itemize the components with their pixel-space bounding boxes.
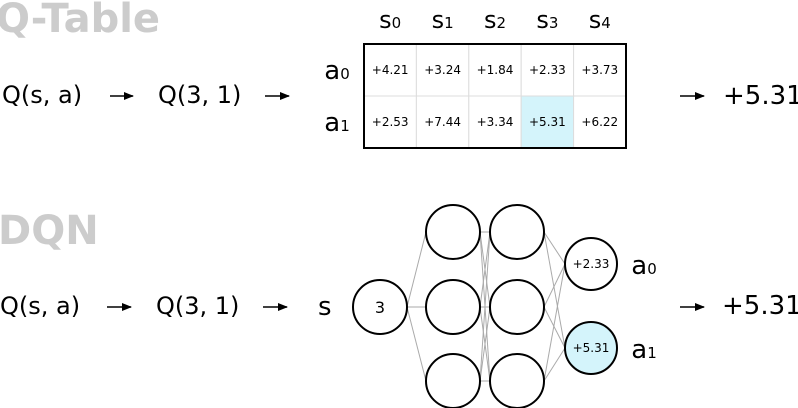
qtable-cell bbox=[415, 95, 470, 149]
qtable-result: +5.31 bbox=[723, 81, 798, 111]
qtable-grid: +4.21 +3.24 +1.84 +2.33 +3.73 +2.53 +7.44 +3.34… bbox=[363, 43, 627, 149]
qtable-col-header-s1: s1 bbox=[432, 6, 454, 34]
qtable-col-header-s3: s3 bbox=[536, 6, 558, 34]
dqn-section: DQN Q(s, a) Q(3, 1) s 3 +2.33 a0 +5.31 a1 +5… bbox=[0, 204, 798, 408]
dqn-nodes: 3 +2.33 a0 +5.31 a1 bbox=[352, 204, 657, 408]
qtable-cell-value: +3.24 bbox=[424, 63, 461, 77]
qtable-title: Q-Table bbox=[0, 0, 160, 42]
qtable-cell-value: +2.53 bbox=[372, 115, 409, 129]
dqn-edge bbox=[479, 231, 491, 308]
dqn-output-value: +5.31 bbox=[573, 341, 610, 355]
qtable-row-header-a0: a0 bbox=[324, 56, 349, 86]
qtable-cell bbox=[468, 43, 522, 97]
qtable-cell-value: +2.33 bbox=[529, 63, 566, 77]
dqn-input-label: s bbox=[318, 292, 332, 322]
dqn-output-label-a0: a0 bbox=[631, 251, 656, 281]
qtable-cell-value: +4.21 bbox=[372, 63, 409, 77]
dqn-edge bbox=[406, 231, 427, 308]
dqn-output-label-a1: a1 bbox=[631, 335, 656, 365]
qtable-cell bbox=[520, 43, 575, 97]
qtable-border bbox=[363, 43, 627, 149]
dqn-edge bbox=[479, 231, 491, 382]
dqn-edge bbox=[543, 231, 566, 349]
dqn-edge bbox=[543, 347, 566, 382]
dqn-result: +5.31 bbox=[722, 291, 798, 321]
dqn-output-value: +2.33 bbox=[573, 257, 610, 271]
dqn-hidden-node bbox=[425, 204, 481, 260]
dqn-expr-full: Q(s, a) bbox=[0, 292, 80, 320]
dqn-input-value: 3 bbox=[375, 298, 385, 317]
dqn-edge bbox=[543, 263, 566, 308]
qtable-cell-value: +3.34 bbox=[477, 115, 514, 129]
dqn-input-node bbox=[352, 279, 408, 335]
dqn-title: DQN bbox=[0, 208, 99, 254]
qtable-row-header-a1: a1 bbox=[324, 108, 349, 138]
dqn-edges bbox=[406, 231, 566, 382]
dqn-edge bbox=[406, 306, 427, 382]
qtable-expr-full: Q(s, a) bbox=[2, 81, 82, 109]
dqn-edge bbox=[479, 306, 491, 382]
dqn-hidden-node bbox=[489, 204, 545, 260]
qtable-cell-value: +5.31 bbox=[529, 115, 566, 129]
qtable-cell bbox=[363, 95, 417, 149]
qtable-col-header-s4: s4 bbox=[589, 6, 611, 34]
dqn-hidden-node bbox=[489, 279, 545, 335]
dqn-edge bbox=[543, 231, 566, 265]
qtable-cell-value: +3.73 bbox=[581, 63, 618, 77]
dqn-output-node bbox=[564, 321, 618, 375]
dqn-hidden-node bbox=[489, 353, 545, 408]
qtable-col-header-s2: s2 bbox=[484, 6, 506, 34]
qtable-cell-value: +1.84 bbox=[477, 63, 514, 77]
dqn-hidden-node bbox=[425, 279, 481, 335]
dqn-hidden-node bbox=[425, 353, 481, 408]
dqn-edge bbox=[543, 306, 566, 349]
qtable-row-headers: a0 a1 bbox=[324, 56, 349, 138]
qtable-col-header-s0: s0 bbox=[379, 6, 401, 34]
dqn-output-node bbox=[564, 237, 618, 291]
qtable-expr-specific: Q(3, 1) bbox=[158, 81, 241, 109]
dqn-expr-specific: Q(3, 1) bbox=[156, 292, 239, 320]
qtable-cell-value: +6.22 bbox=[581, 115, 618, 129]
dqn-edge bbox=[543, 263, 566, 382]
qtable-column-headers: s0 s1 s2 s3 s4 bbox=[379, 6, 611, 34]
qtable-cell-value: +7.44 bbox=[424, 115, 461, 129]
